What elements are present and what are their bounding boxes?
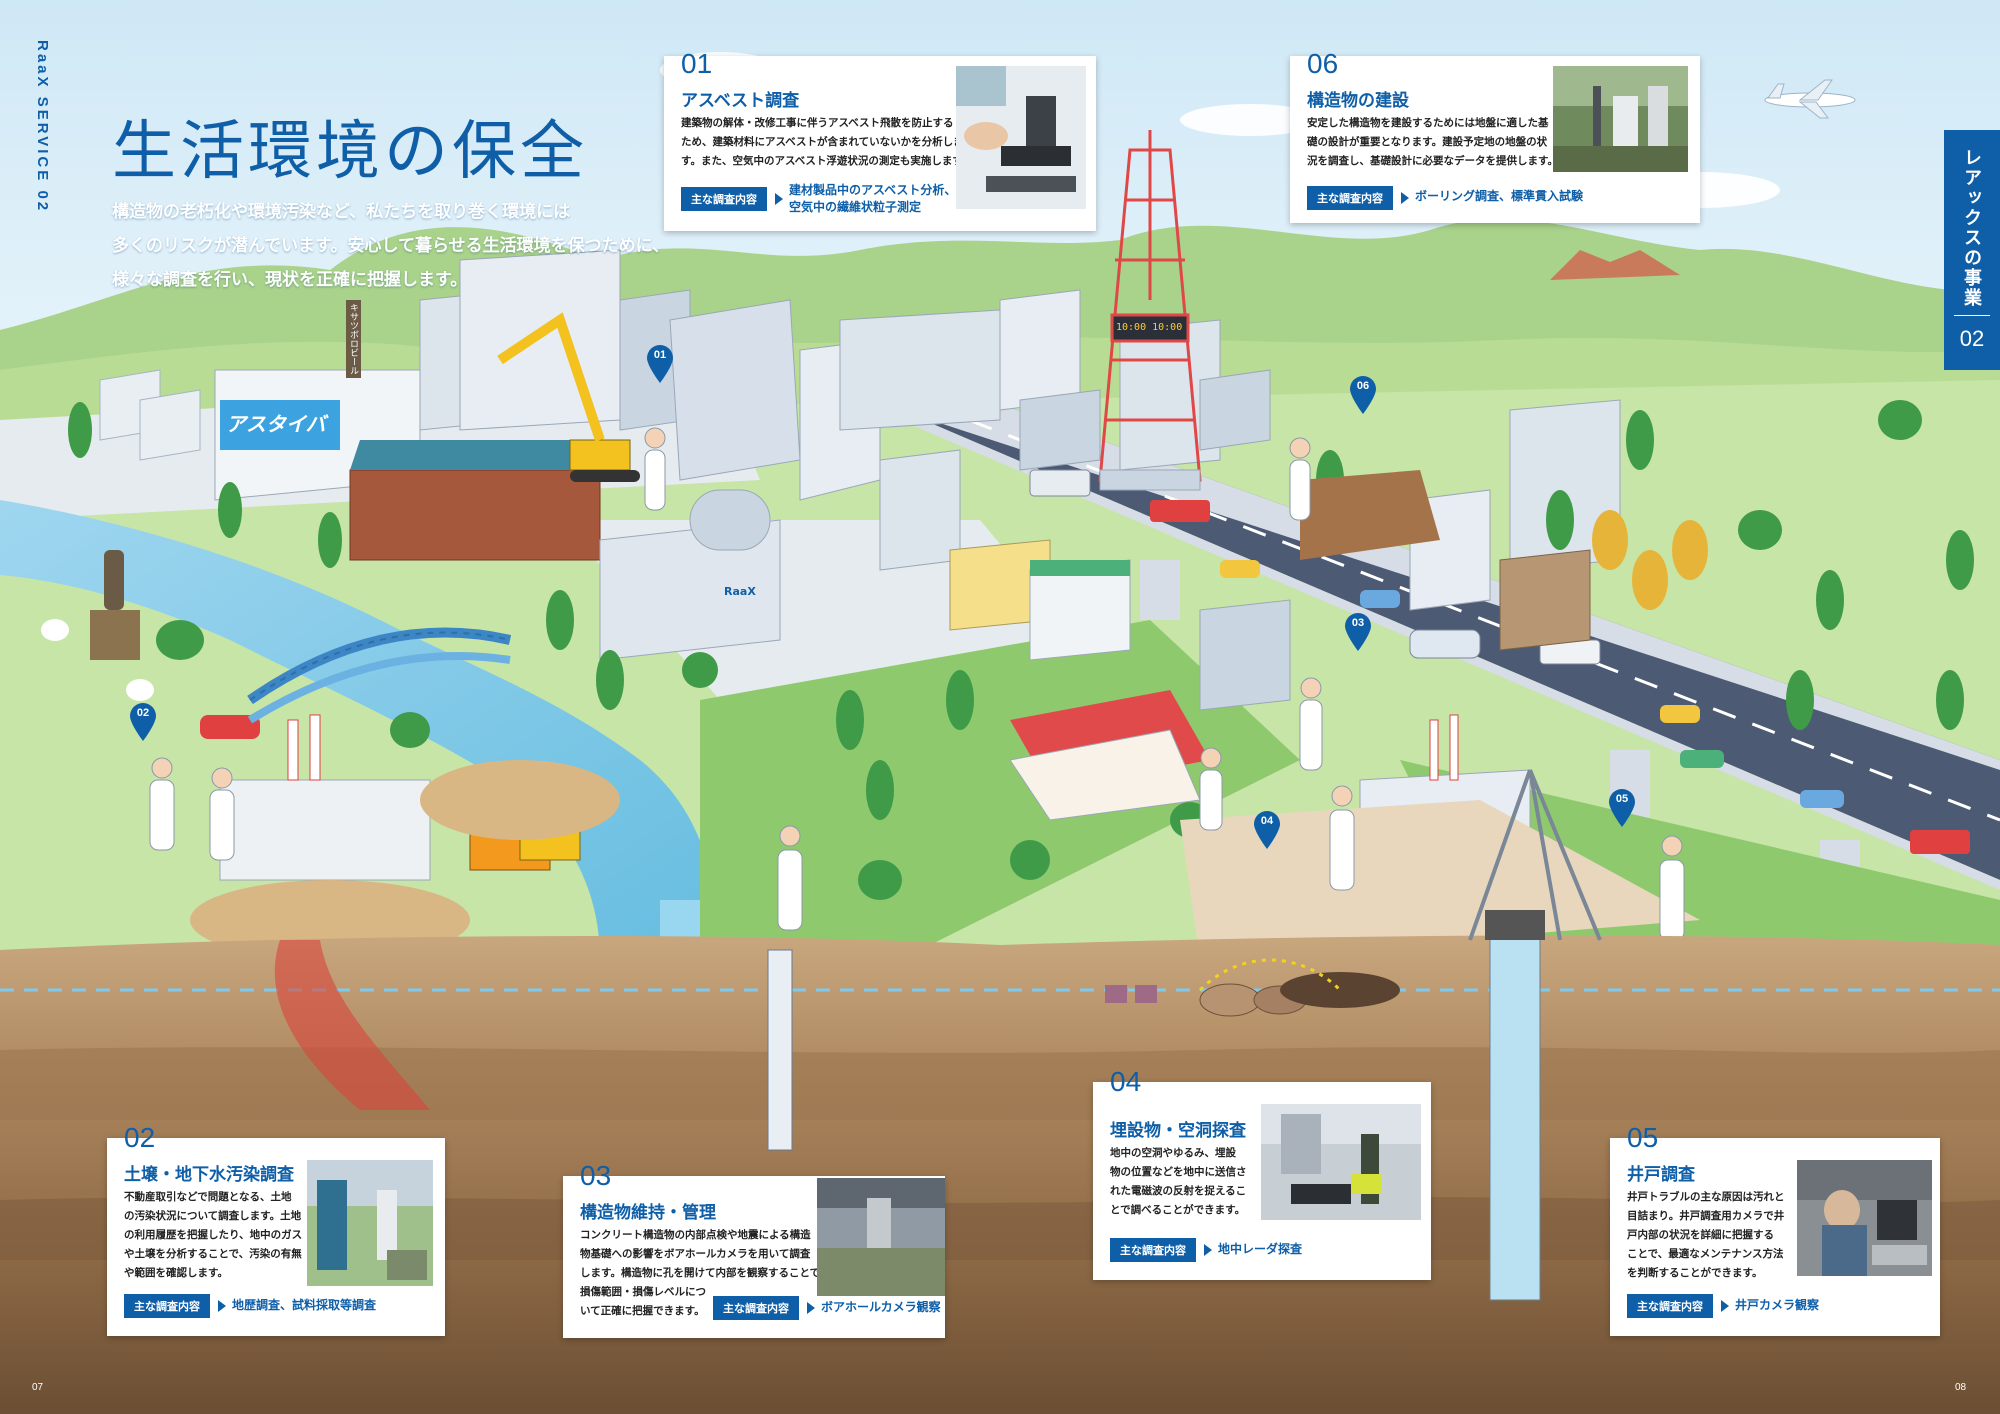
workers (149, 427, 1685, 941)
pin-label: 02 (136, 707, 150, 719)
card-title: 井戸調査 (1627, 1165, 1695, 1185)
pin-label: 05 (1615, 793, 1629, 805)
tag-value: 地歴調査、試料採取等調査 (232, 1298, 377, 1312)
lead-line: 多くのリスクが潜んでいます。安心して暮らせる生活環境を保つために、 (112, 236, 670, 256)
pin-label: 06 (1356, 380, 1370, 392)
well-05 (1489, 919, 1541, 1301)
service-card-06: 06 構造物の建設 安定した構造物を建設するためには地盤に適した基 礎の設計が重… (1290, 48, 1700, 223)
card-title: アスベスト調査 (681, 91, 800, 111)
service-card-04: 04 埋設物・空洞探査 地中の空洞やゆるみ、埋設 物の位置などを地中に送信さ れ… (1093, 1066, 1431, 1280)
card-number: 02 (124, 1122, 156, 1153)
lead-line: 様々な調査を行い、現状を正確に把握します。 (112, 270, 468, 290)
card-body: 井戸トラブルの主な原因は汚れと 目詰まり。井戸調査用カメラで井 戸内部の状況を詳… (1627, 1191, 1785, 1279)
card-body: コンクリート構造物の内部点検や地震による構造 物基礎への影響をボアホールカメラを… (580, 1229, 831, 1317)
card-number: 06 (1307, 48, 1339, 79)
badge-number: 02 (1959, 326, 1985, 351)
company-logo: RaaX (724, 585, 756, 598)
card-number: 04 (1110, 1066, 1142, 1097)
location-pin-01: 01 (645, 344, 675, 384)
location-pin-05: 05 (1607, 788, 1637, 828)
buried-objects (1105, 958, 1400, 1017)
card-title: 構造物維持・管理 (580, 1203, 716, 1223)
service-card-03: 03 構造物維持・管理 コンクリート構造物の内部点検や地震による構造 物基礎への… (563, 1160, 945, 1338)
tag-label: 主な調査内容 (681, 187, 767, 211)
location-pin-06: 06 (1348, 375, 1378, 415)
microscope-photo (956, 66, 1086, 209)
location-pin-03: 03 (1343, 612, 1373, 652)
trees (68, 400, 1974, 900)
pin-label: 04 (1260, 815, 1274, 827)
page-number-right: 08 (1955, 1382, 1967, 1393)
sheep (41, 619, 154, 701)
card-body: 地中の空洞やゆるみ、埋設 物の位置などを地中に送信さ れた電磁波の反射を捉えるこ… (1110, 1147, 1247, 1216)
location-pin-02: 02 (128, 702, 158, 742)
card-number: 03 (580, 1160, 612, 1191)
tag-label: 主な調査内容 (124, 1294, 210, 1318)
service-card-02: 02 土壌・地下水汚染調査 不動産取引などで問題となる、土地 の汚染状況について… (107, 1122, 445, 1336)
card-number: 01 (681, 48, 713, 79)
tag-value: 建材製品中のアスベスト分析、 空気中の繊維状粒子測定 (789, 183, 957, 214)
pin-label: 03 (1351, 617, 1365, 629)
page-number-left: 07 (32, 1382, 44, 1393)
ginkgo-trees (1592, 510, 1708, 610)
business-badge: レアックスの事業 02 (1944, 130, 2000, 370)
tag-value: 井戸カメラ観察 (1735, 1298, 1820, 1312)
bridge (247, 627, 512, 724)
card-title: 構造物の建設 (1307, 91, 1409, 111)
service-card-01: 01 アスベスト調査 建築物の解体・改修工事に伴うアスベスト飛散を防止する ため… (664, 48, 1096, 231)
well-camera-photo (1797, 1160, 1932, 1276)
tag-label: 主な調査内容 (1110, 1238, 1196, 1262)
tag-value: 地中レーダ探査 (1218, 1242, 1303, 1256)
tag-label: 主な調査内容 (713, 1296, 799, 1320)
bridge-inspection-photo (817, 1178, 945, 1296)
card-title: 土壌・地下水汚染調査 (124, 1165, 294, 1185)
lead-text: 構造物の老朽化や環境汚染など、私たちを取り巻く環境には 多くのリスクが潜んでいま… (112, 195, 672, 297)
card-body: 安定した構造物を建設するためには地盤に適した基 礎の設計が重要となります。建設予… (1307, 117, 1558, 167)
airplane-icon (1764, 79, 1856, 119)
card-body: 不動産取引などで問題となる、土地 の汚染状況について調査します。土地 の利用履歴… (124, 1191, 303, 1279)
ground-radar-photo (1261, 1104, 1421, 1220)
tag-value: ボーリング調査、標準貫入試験 (1415, 189, 1584, 203)
tag-value: ボアホールカメラ観察 (821, 1300, 941, 1314)
vehicles (200, 469, 1970, 854)
service-card-05: 05 井戸調査 井戸トラブルの主な原因は汚れと 目詰まり。井戸調査用カメラで井 … (1610, 1122, 1940, 1336)
card-body: 建築物の解体・改修工事に伴うアスベスト飛散を防止する ため、建築材料にアスベスト… (681, 117, 973, 167)
tag-label: 主な調査内容 (1627, 1294, 1713, 1318)
tower-clock: 10:00 10:00 (1116, 322, 1183, 333)
tag-label: 主な調査内容 (1307, 186, 1393, 210)
badge-label: レアックスの事業 (1961, 148, 1982, 308)
card-title: 埋設物・空洞探査 (1110, 1121, 1246, 1141)
lead-line: 構造物の老朽化や環境汚染など、私たちを取り巻く環境には (112, 202, 571, 222)
pin-label: 01 (653, 349, 667, 361)
side-label: RaaX SERVICE 02 (34, 40, 51, 214)
billboard-text: アスタイバ (226, 412, 326, 436)
soil-sampling-photo (307, 1160, 433, 1286)
contamination-plume (274, 940, 430, 1110)
location-pin-04: 04 (1252, 810, 1282, 850)
borehole-03 (767, 949, 793, 1151)
river (0, 500, 720, 960)
card-number: 05 (1627, 1122, 1659, 1153)
chimney-label: キサツボロビール (346, 300, 361, 378)
boring-photo (1553, 66, 1688, 172)
page-title: 生活環境の保全 (112, 115, 588, 189)
